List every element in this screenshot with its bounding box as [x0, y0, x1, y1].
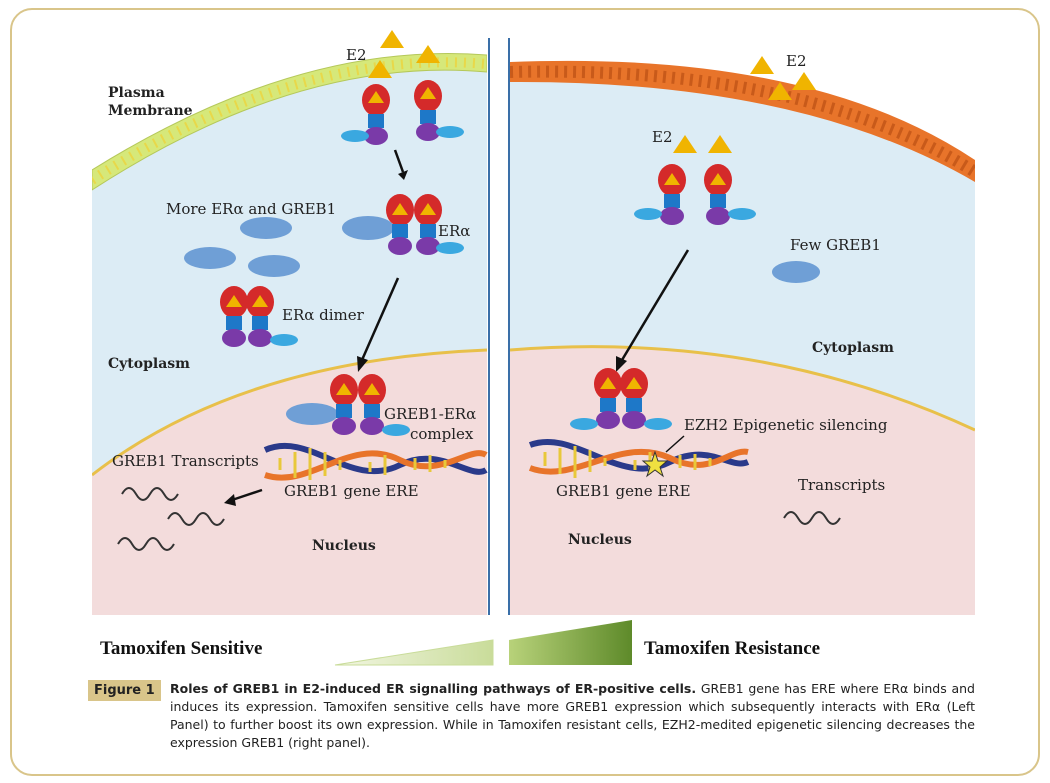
arrow-icon	[620, 249, 690, 361]
ezh2-label: EZH2 Epigenetic silencing	[684, 416, 888, 434]
greb1-protein	[248, 255, 300, 277]
cytoplasm-label: Cytoplasm	[108, 356, 190, 372]
right-nuclear-envelope	[510, 345, 975, 432]
gene-ere-label: GREB1 gene ERE	[284, 482, 419, 500]
gene-ere-label: GREB1 gene ERE	[556, 482, 691, 500]
right-panel	[510, 35, 975, 615]
e2-label: E2	[786, 52, 807, 70]
e2-label: E2	[652, 128, 673, 146]
greb1-protein	[240, 217, 292, 239]
pointer-line	[665, 435, 685, 453]
left-exterior	[92, 35, 487, 170]
more-era-greb1-label: More ERα and GREB1	[166, 200, 337, 218]
era-dimer	[220, 286, 298, 347]
membrane-receptor-pair	[341, 80, 464, 145]
few-greb1-label: Few GREB1	[790, 236, 881, 254]
caption-title: Roles of GREB1 in E2-induced ER signalli…	[170, 681, 697, 696]
left-nuclear-envelope	[92, 348, 487, 477]
ezh2-star-icon	[641, 450, 669, 478]
caption-text: Roles of GREB1 in E2-induced ER signalli…	[170, 680, 975, 752]
receptor-pair	[634, 164, 756, 225]
complex-label-line1: GREB1-ERα	[384, 405, 477, 423]
arrow-icon	[231, 488, 263, 502]
tamoxifen-resistance-label: Tamoxifen Resistance	[644, 638, 821, 659]
transcripts-label: Transcripts	[798, 476, 886, 494]
e2-label: E2	[346, 46, 367, 64]
complex-label-line2: complex	[410, 425, 474, 443]
nucleus-label: Nucleus	[568, 532, 632, 548]
era-dimer-bound	[570, 368, 672, 430]
plasma-membrane-label-line2: Membrane	[108, 103, 193, 119]
dna-helix	[263, 442, 488, 481]
era-complex	[342, 194, 464, 255]
left-panel	[92, 35, 487, 615]
arrow-icon	[360, 277, 400, 361]
greb1-protein	[772, 261, 820, 283]
figure-badge: Figure 1	[88, 680, 161, 701]
left-membrane-beads	[92, 57, 487, 185]
greb1-protein	[184, 247, 236, 269]
right-membrane-beads	[510, 65, 975, 178]
arrow-icon	[393, 149, 405, 173]
figure-frame	[10, 8, 1040, 776]
resistance-gradient	[509, 620, 632, 665]
sensitivity-gradient	[334, 639, 494, 666]
cytoplasm-label: Cytoplasm	[812, 340, 894, 356]
era-dimer-label: ERα dimer	[282, 306, 364, 324]
greb1-era-complex	[286, 374, 410, 436]
caption-body: GREB1 gene has ERE where ERα binds and i…	[170, 681, 975, 750]
plasma-membrane-label-line1: Plasma	[108, 85, 165, 101]
nucleus-label: Nucleus	[312, 538, 376, 554]
era-label: ERα	[438, 222, 471, 240]
tamoxifen-sensitive-label: Tamoxifen Sensitive	[100, 638, 263, 659]
greb1-era-complex-label: GREB1-ERα complex	[384, 404, 476, 444]
greb1-transcripts-label: GREB1 Transcripts	[112, 452, 259, 470]
plasma-membrane-label: Plasma Membrane	[108, 84, 193, 120]
